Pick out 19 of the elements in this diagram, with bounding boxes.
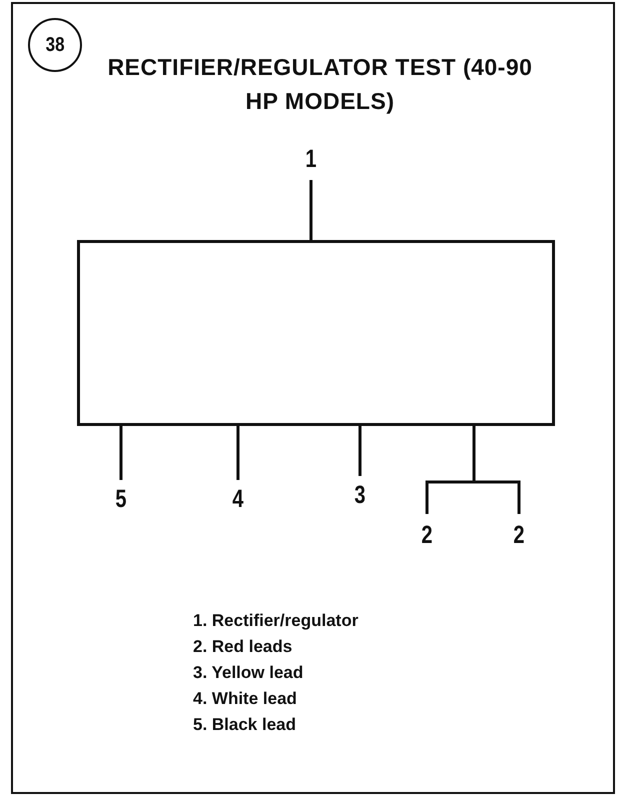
callout-number: 1 [296,142,326,176]
key-item: 5. Black lead [193,714,298,736]
leader-line [358,426,362,476]
callout-number: 3 [345,478,375,512]
leader-line [310,180,312,240]
key-item: 2. Red leads [193,636,294,658]
figure-number: 38 [28,18,82,72]
component-outline [77,240,555,426]
key-item: 4. White lead [193,688,298,710]
leader-line [236,426,240,480]
title: RECTIFIER/REGULATOR TEST (40-90 HP MODELS) [106,53,534,116]
callout-number: 5 [106,482,136,516]
key-item: 3. Yellow lead [193,662,304,684]
callout-number: 2 [504,518,534,552]
key-item: 1. Rectifier/regulator [193,610,360,632]
leader-line [472,426,520,514]
callout-number: 2 [412,518,442,552]
leader-line [120,426,122,480]
callout-number: 4 [223,482,253,516]
